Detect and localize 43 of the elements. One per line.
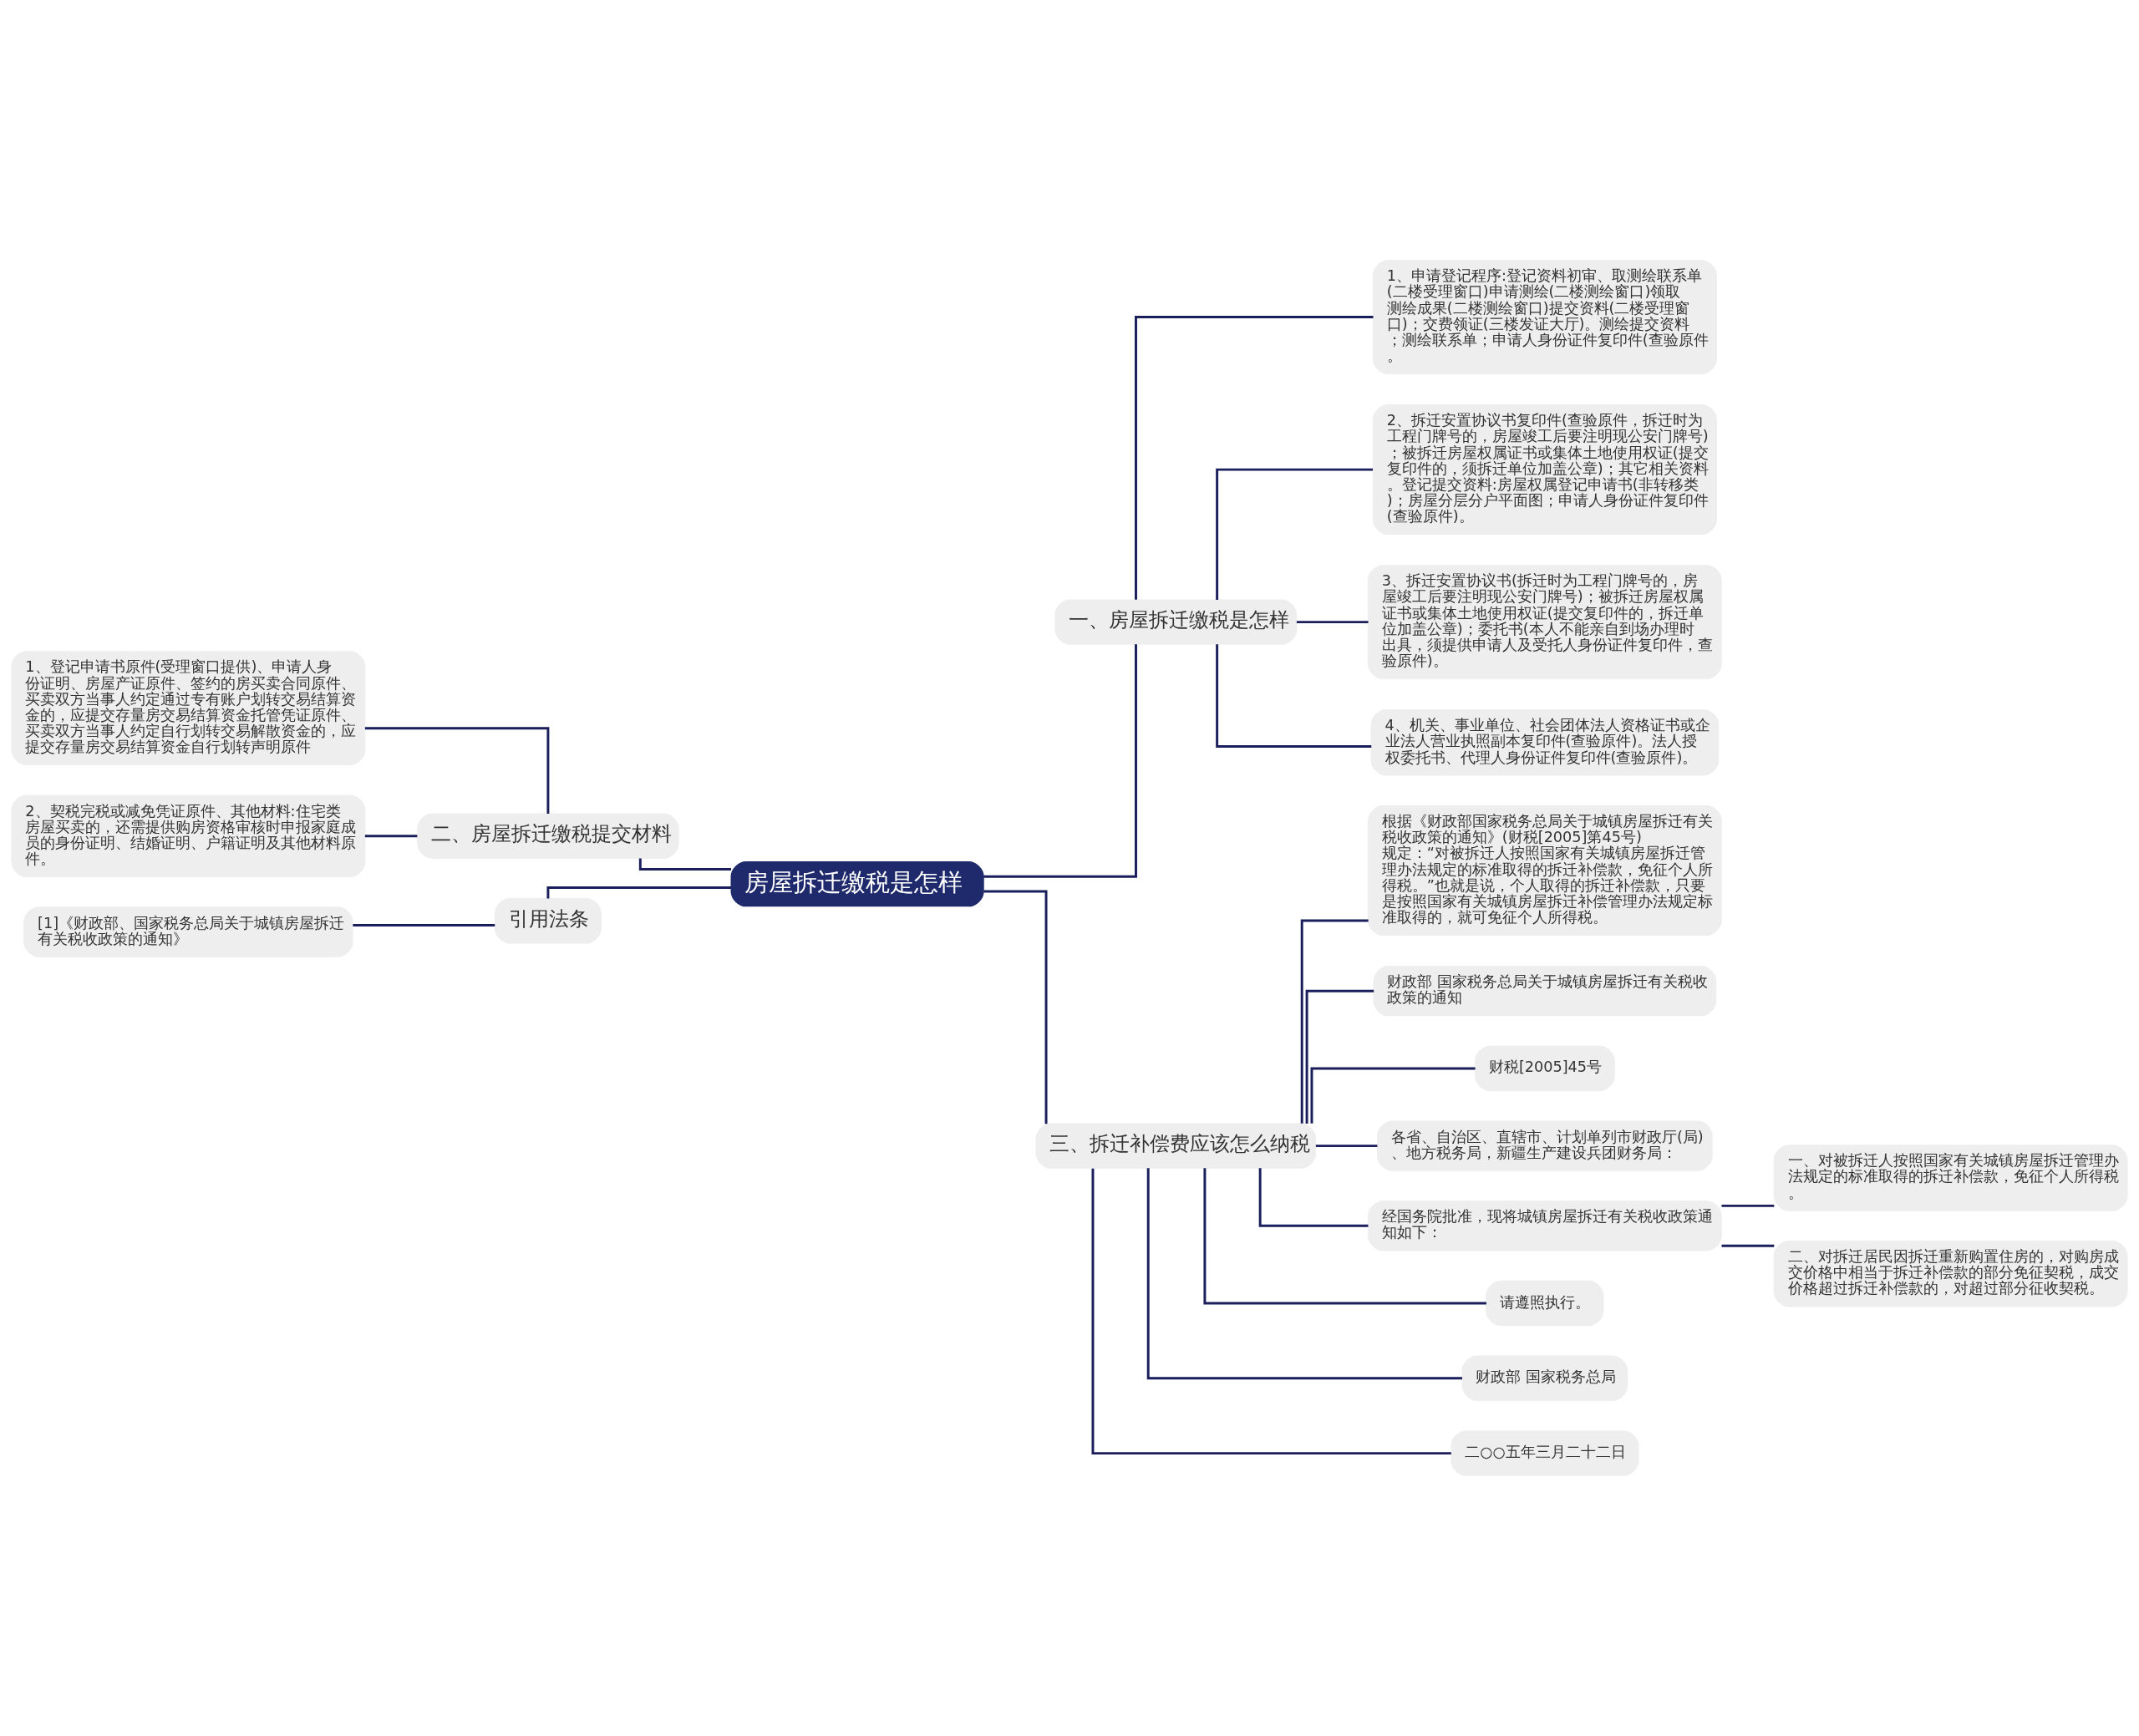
connector [1091, 1168, 1451, 1455]
connector [1146, 1168, 1462, 1380]
node-box: 4、机关、事业单位、社会团体法人资格证书或企业法人营业执照副本复印件(查验原件)。法人授权委托书、代理人身份证件复印件(查验原件)。 [1370, 709, 1720, 776]
node-box: 引用法条 [494, 898, 602, 944]
node-box: 2、拆迁安置协议书复印件(查验原件，拆迁时为工程门牌号的，房屋竣工后要注明现公安门牌号)；被拆迁房屋权属证书或集体土地使用权证(提交复印件的，须拆迁单位加盖公章)；其它相关资料。登记提交资料:房屋权属登记申请书(非转移类)；房屋分层分户平面图；申请人身份证件复印件(查验原件)。 [1372, 404, 1717, 536]
node-box: 经国务院批准，现将城镇房屋拆迁有关税收政策通知如下： [1367, 1200, 1722, 1251]
connector [1315, 1145, 1378, 1148]
connector [1216, 468, 1373, 601]
node-box: 财政部 国家税务总局关于城镇房屋拆迁有关税收政策的通知 [1373, 966, 1717, 1017]
connector [364, 835, 418, 838]
connector [1216, 644, 1372, 748]
connector [1300, 919, 1369, 1124]
connector [1721, 1244, 1775, 1247]
node-box: 1、登记申请书原件(受理窗口提供)、申请人身份证明、房屋产证原件、签约的房买卖合同原件、买卖双方当事人约定通过专有账户划转交易结算资金的，应提交存量房交易结算资金托管凭证原件、买卖双方当事人约定自行划转交易解散资金的，应提交存量房交易结算资金自行划转声明原件 [11, 651, 366, 766]
connector [1721, 1204, 1775, 1207]
node-box: 各省、自治区、直辖市、计划单列市财政厅(局)、地方税务局，新疆生产建设兵团财务局： [1376, 1120, 1713, 1171]
node-box: 3、拆迁安置协议书(拆迁时为工程门牌号的，房屋竣工后要注明现公安门牌号)；被拆迁房屋权属证书或集体土地使用权证(提交复印件的，拆迁单位加盖公章)；委托书(本人不能亲自到场办理时出具，须提供申请人及受托人身份证件复印件，查验原件)。 [1367, 565, 1722, 680]
node-box: 1、申请登记程序:登记资料初审、取测绘联系单(二楼受理窗口)申请测绘(二楼测绘窗口)领取测绘成果(二楼测绘窗口)提交资料(二楼受理窗口)；交费领证(三楼发证大厅)。测绘提交资料；测绘联系单；申请人身份证件复印件(查验原件。 [1372, 260, 1717, 375]
node-box: 房屋拆迁缴税是怎样 [730, 860, 984, 907]
node-box: 二、房屋拆迁缴税提交材料 [417, 813, 679, 859]
node-box: 请遵照执行。 [1486, 1280, 1604, 1327]
connector [353, 923, 495, 926]
node-box: 2、契税完税或减免凭证原件、其他材料:住宅类房屋买卖的，还需提供购房资格审核时申报家庭成员的身份证明、结婚证明、户籍证明及其他材料原件。 [11, 794, 366, 878]
node-box: [1]《财政部、国家税务总局关于城镇房屋拆迁有关税收政策的通知》 [23, 906, 353, 957]
node-box: 财税[2005]45号 [1475, 1045, 1615, 1092]
connector [1296, 621, 1369, 624]
node-box: 三、拆迁补偿费应该怎么纳税 [1035, 1123, 1317, 1169]
connector [546, 886, 731, 899]
connector [983, 890, 1048, 1124]
connector [983, 644, 1137, 878]
node-box: 财政部 国家税务总局 [1461, 1355, 1628, 1402]
connector [1258, 1168, 1369, 1227]
connector [1305, 989, 1374, 1124]
node-box: 一、房屋拆迁缴税是怎样 [1054, 599, 1298, 645]
node-box: 一、对被拆迁人按照国家有关城镇房屋拆迁管理办法规定的标准取得的拆迁补偿款，免征个人所得税。 [1773, 1145, 2128, 1211]
node-box: 二○○五年三月二十二日 [1451, 1430, 1639, 1476]
connector [1310, 1067, 1476, 1124]
connector [364, 727, 550, 814]
node-box: 二、对拆迁居民因拆迁重新购置住房的，对购房成交价格中相当于拆迁补偿款的部分免征契税，成交价格超过拆迁补偿款的，对超过部分征收契税。 [1773, 1241, 2128, 1307]
connector [1135, 316, 1374, 600]
node-box: 根据《财政部国家税务总局关于城镇房屋拆迁有关税收政策的通知》(财税[2005]第45号)规定：“对被拆迁人按照国家有关城镇房屋拆迁管理办法规定的标准取得的拆迁补偿款，免征个人所得税。”也就是说，个人取得的拆迁补偿款，只要是按照国家有关城镇房屋拆迁补偿管理办法规定标准取得的，就可免征个人所得税。 [1367, 805, 1722, 936]
connector [638, 858, 731, 871]
connector [1203, 1168, 1486, 1305]
